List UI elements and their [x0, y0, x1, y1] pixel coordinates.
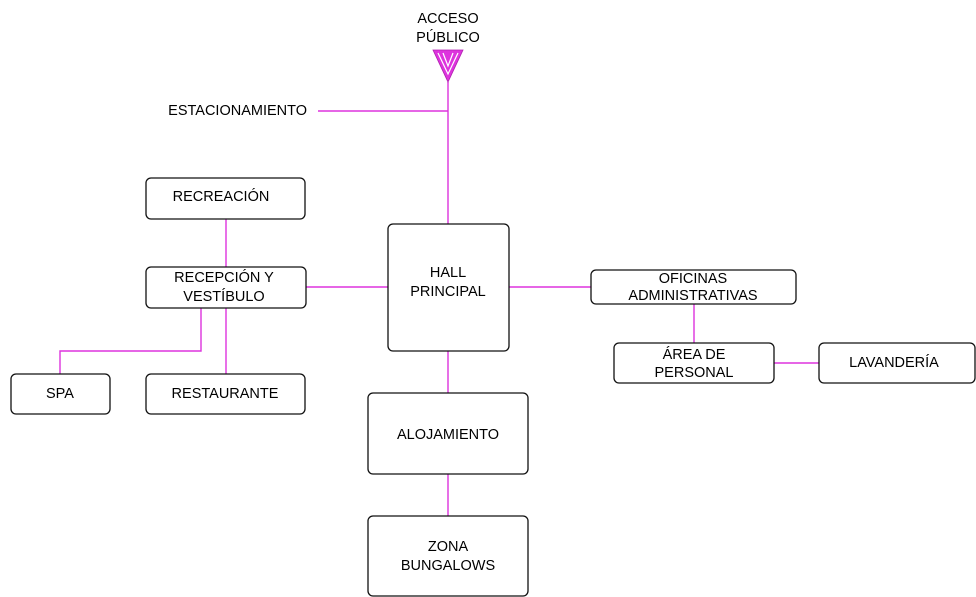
hall-line2: PRINCIPAL [410, 284, 485, 300]
box-recreacion[interactable]: RECREACIÓN [145, 177, 306, 220]
restaurante-label: RESTAURANTE [172, 386, 279, 402]
entry-arrow-icon [432, 49, 464, 83]
parking-label: ESTACIONAMIENTO [168, 103, 307, 119]
connector-recepcion-spa [59, 308, 202, 374]
hall-line1: HALL [430, 265, 466, 281]
box-alojamiento[interactable]: ALOJAMIENTO [367, 392, 529, 475]
bungalows-line2: BUNGALOWS [401, 558, 495, 574]
box-spa[interactable]: SPA [10, 373, 111, 415]
personal-line1: ÁREA DE [663, 346, 726, 363]
box-zona-bungalows[interactable]: ZONA BUNGALOWS [367, 515, 529, 597]
box-recepcion-vestibulo[interactable]: RECEPCIÓN Y VESTÍBULO [145, 266, 307, 309]
bungalows-line1: ZONA [428, 539, 469, 555]
public-access: ACCESO PÚBLICO [416, 11, 480, 83]
spa-label: SPA [46, 386, 74, 402]
alojamiento-label: ALOJAMIENTO [397, 427, 499, 443]
oficinas-line1: OFICINAS [659, 271, 727, 287]
recreacion-label: RECREACIÓN [173, 188, 270, 205]
box-oficinas-administrativas[interactable]: OFICINAS ADMINISTRATIVAS [590, 269, 797, 305]
box-restaurante[interactable]: RESTAURANTE [145, 373, 306, 415]
oficinas-line2: ADMINISTRATIVAS [628, 288, 757, 304]
box-hall-principal[interactable]: HALL PRINCIPAL [387, 223, 510, 352]
entry-label-line1: ACCESO [417, 11, 478, 27]
connectors [59, 82, 819, 516]
personal-line2: PERSONAL [655, 365, 734, 381]
box-lavanderia[interactable]: LAVANDERÍA [818, 342, 976, 384]
lavanderia-label: LAVANDERÍA [849, 354, 939, 371]
recepcion-line2: VESTÍBULO [183, 288, 264, 305]
entry-label-line2: PÚBLICO [416, 29, 480, 46]
recepcion-line1: RECEPCIÓN Y [174, 269, 274, 286]
box-area-personal[interactable]: ÁREA DE PERSONAL [613, 342, 775, 384]
